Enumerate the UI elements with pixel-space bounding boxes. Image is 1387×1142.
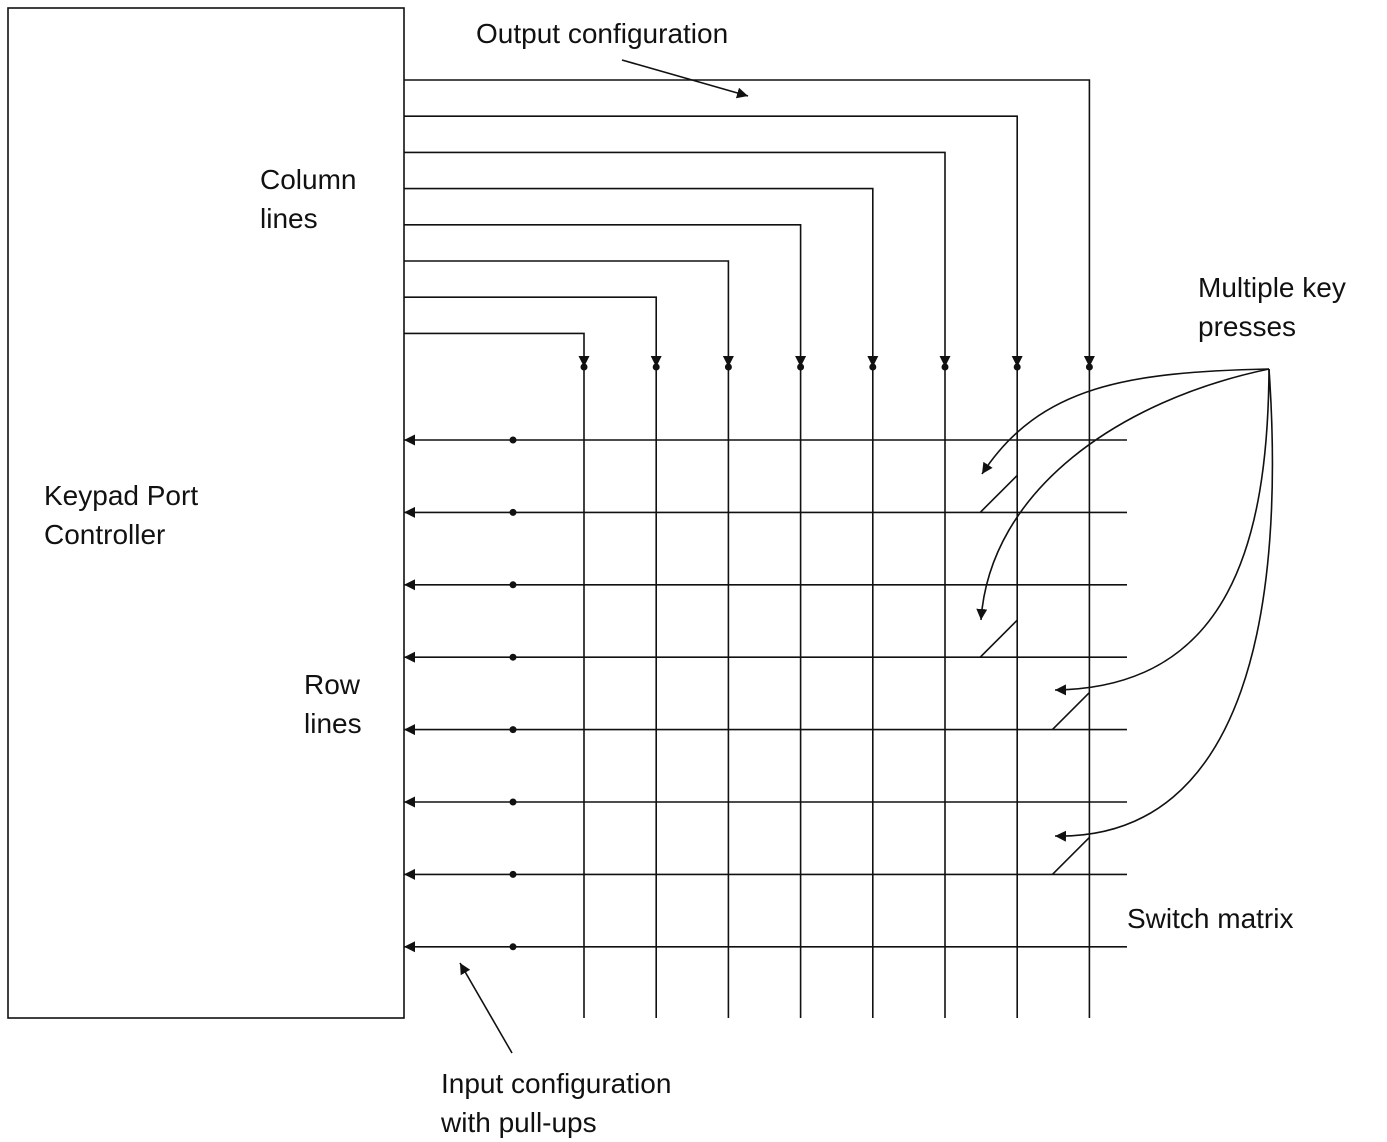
column-line-1-feed <box>404 332 590 367</box>
column-lines <box>404 79 1095 1018</box>
row-pull-up-dot-4 <box>509 653 517 661</box>
row-pull-up-dot-3 <box>509 581 517 589</box>
column-line-5-feed <box>404 187 879 367</box>
row-pull-up-dot-6 <box>509 798 517 806</box>
column-line-3-feed <box>404 260 734 367</box>
column-junction-dot-8 <box>1085 363 1093 371</box>
row-lines-label: Row lines <box>304 665 362 743</box>
switch-matrix-label: Switch matrix <box>1127 903 1294 934</box>
controller-label-line-2: Controller <box>44 519 166 550</box>
input-configuration-label-line-2: with pull-ups <box>441 1107 597 1138</box>
column-junction-dot-7 <box>1013 363 1021 371</box>
column-lines-label-line-2: lines <box>260 203 318 234</box>
column-junction-dot-2 <box>652 363 660 371</box>
column-junction-dot-6 <box>941 363 949 371</box>
row-pull-up-dot-2 <box>509 508 517 516</box>
row-pull-up-dot-7 <box>509 870 517 878</box>
multiple-key-press-pointer-1 <box>981 368 1270 475</box>
row-lines <box>404 434 1127 953</box>
multiple-key-presses-label-line-2: presses <box>1198 311 1297 342</box>
multiple-key-press-pointer-3 <box>1054 368 1270 696</box>
row-pull-up-dot-5 <box>509 726 517 734</box>
column-lines-label-line-1: Column <box>260 164 357 195</box>
pressed-key-switch-4 <box>1051 836 1090 875</box>
multiple-key-presses-label-line-1: Multiple key <box>1198 272 1346 303</box>
output-configuration-label: Output configuration <box>476 18 729 49</box>
row-lines-label-line-1: Row <box>304 669 361 700</box>
row-pull-up-dot-1 <box>509 436 517 444</box>
row-lines-label-line-2: lines <box>304 708 362 739</box>
multiple-key-press-pointer-4 <box>1054 368 1274 842</box>
column-junction-dot-4 <box>797 363 805 371</box>
column-line-4-feed <box>404 224 807 367</box>
pressed-key-switch-3 <box>1051 692 1090 731</box>
column-junction-dot-5 <box>869 363 877 371</box>
input-configuration-label-line-1: Input configuration <box>441 1068 672 1099</box>
output-configuration-pointer <box>621 59 749 99</box>
controller-label-line-1: Keypad Port <box>44 480 199 511</box>
column-line-7-feed <box>404 115 1023 367</box>
multiple-key-press-pointer-2 <box>976 368 1270 621</box>
column-junction-dot-1 <box>580 363 588 371</box>
keypad-port-controller-label: Keypad Port Controller <box>44 476 198 554</box>
pointer-arrows <box>459 59 1274 1054</box>
column-lines-label: Column lines <box>260 160 356 238</box>
column-line-2-feed <box>404 296 662 367</box>
input-configuration-label: Input configuration with pull-ups <box>441 1064 671 1142</box>
column-junction-dot-3 <box>724 363 732 371</box>
pressed-key-switch-2 <box>979 619 1018 658</box>
column-line-6-feed <box>404 151 951 367</box>
multiple-key-presses-label: Multiple key presses <box>1198 268 1346 346</box>
pressed-key-switches <box>979 474 1090 875</box>
input-configuration-pointer <box>459 962 513 1054</box>
row-pull-up-dot-8 <box>509 943 517 951</box>
pressed-key-switch-1 <box>979 474 1018 513</box>
column-line-8-feed <box>404 79 1095 367</box>
